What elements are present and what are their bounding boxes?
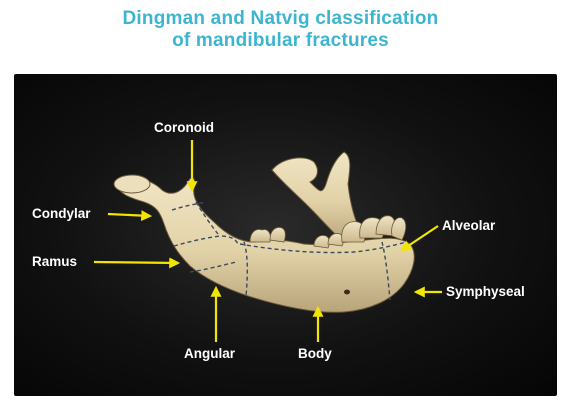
- mandible-body: [115, 177, 415, 313]
- label-body: Body: [298, 346, 332, 361]
- label-arrows: [93, 140, 442, 342]
- fracture-line-body: [243, 241, 249, 297]
- teeth: [249, 215, 407, 249]
- fracture-line-condylar: [171, 201, 207, 211]
- arrow-alveolar: [400, 225, 439, 252]
- fracture-line-angular: [189, 261, 237, 273]
- label-ramus: Ramus: [32, 254, 78, 269]
- fracture-line-coronoid: [195, 201, 219, 235]
- arrow-condylar: [107, 210, 153, 222]
- title-line-1: Dingman and Natvig classification: [122, 8, 439, 29]
- title-line-2: of mandibular fractures: [172, 30, 389, 51]
- diagram-title: Dingman and Natvig classification of man…: [0, 8, 561, 52]
- label-coronoid: Coronoid: [154, 120, 214, 135]
- mandible-photo-panel: Coronoid Condylar Ramus Alveolar Symphys…: [14, 74, 557, 396]
- arrow-ramus: [93, 257, 181, 269]
- fracture-line-alveolar: [239, 241, 407, 254]
- fracture-lines: [171, 201, 407, 301]
- label-angular: Angular: [184, 346, 236, 361]
- condyle: [113, 174, 151, 194]
- mandible-illustration: [93, 140, 442, 342]
- label-alveolar: Alveolar: [442, 218, 496, 233]
- label-symphyseal: Symphyseal: [446, 284, 525, 299]
- far-ramus: [271, 151, 361, 243]
- label-condylar: Condylar: [32, 206, 91, 221]
- fracture-line-ramus: [173, 235, 239, 247]
- mental-foramen: [344, 289, 350, 295]
